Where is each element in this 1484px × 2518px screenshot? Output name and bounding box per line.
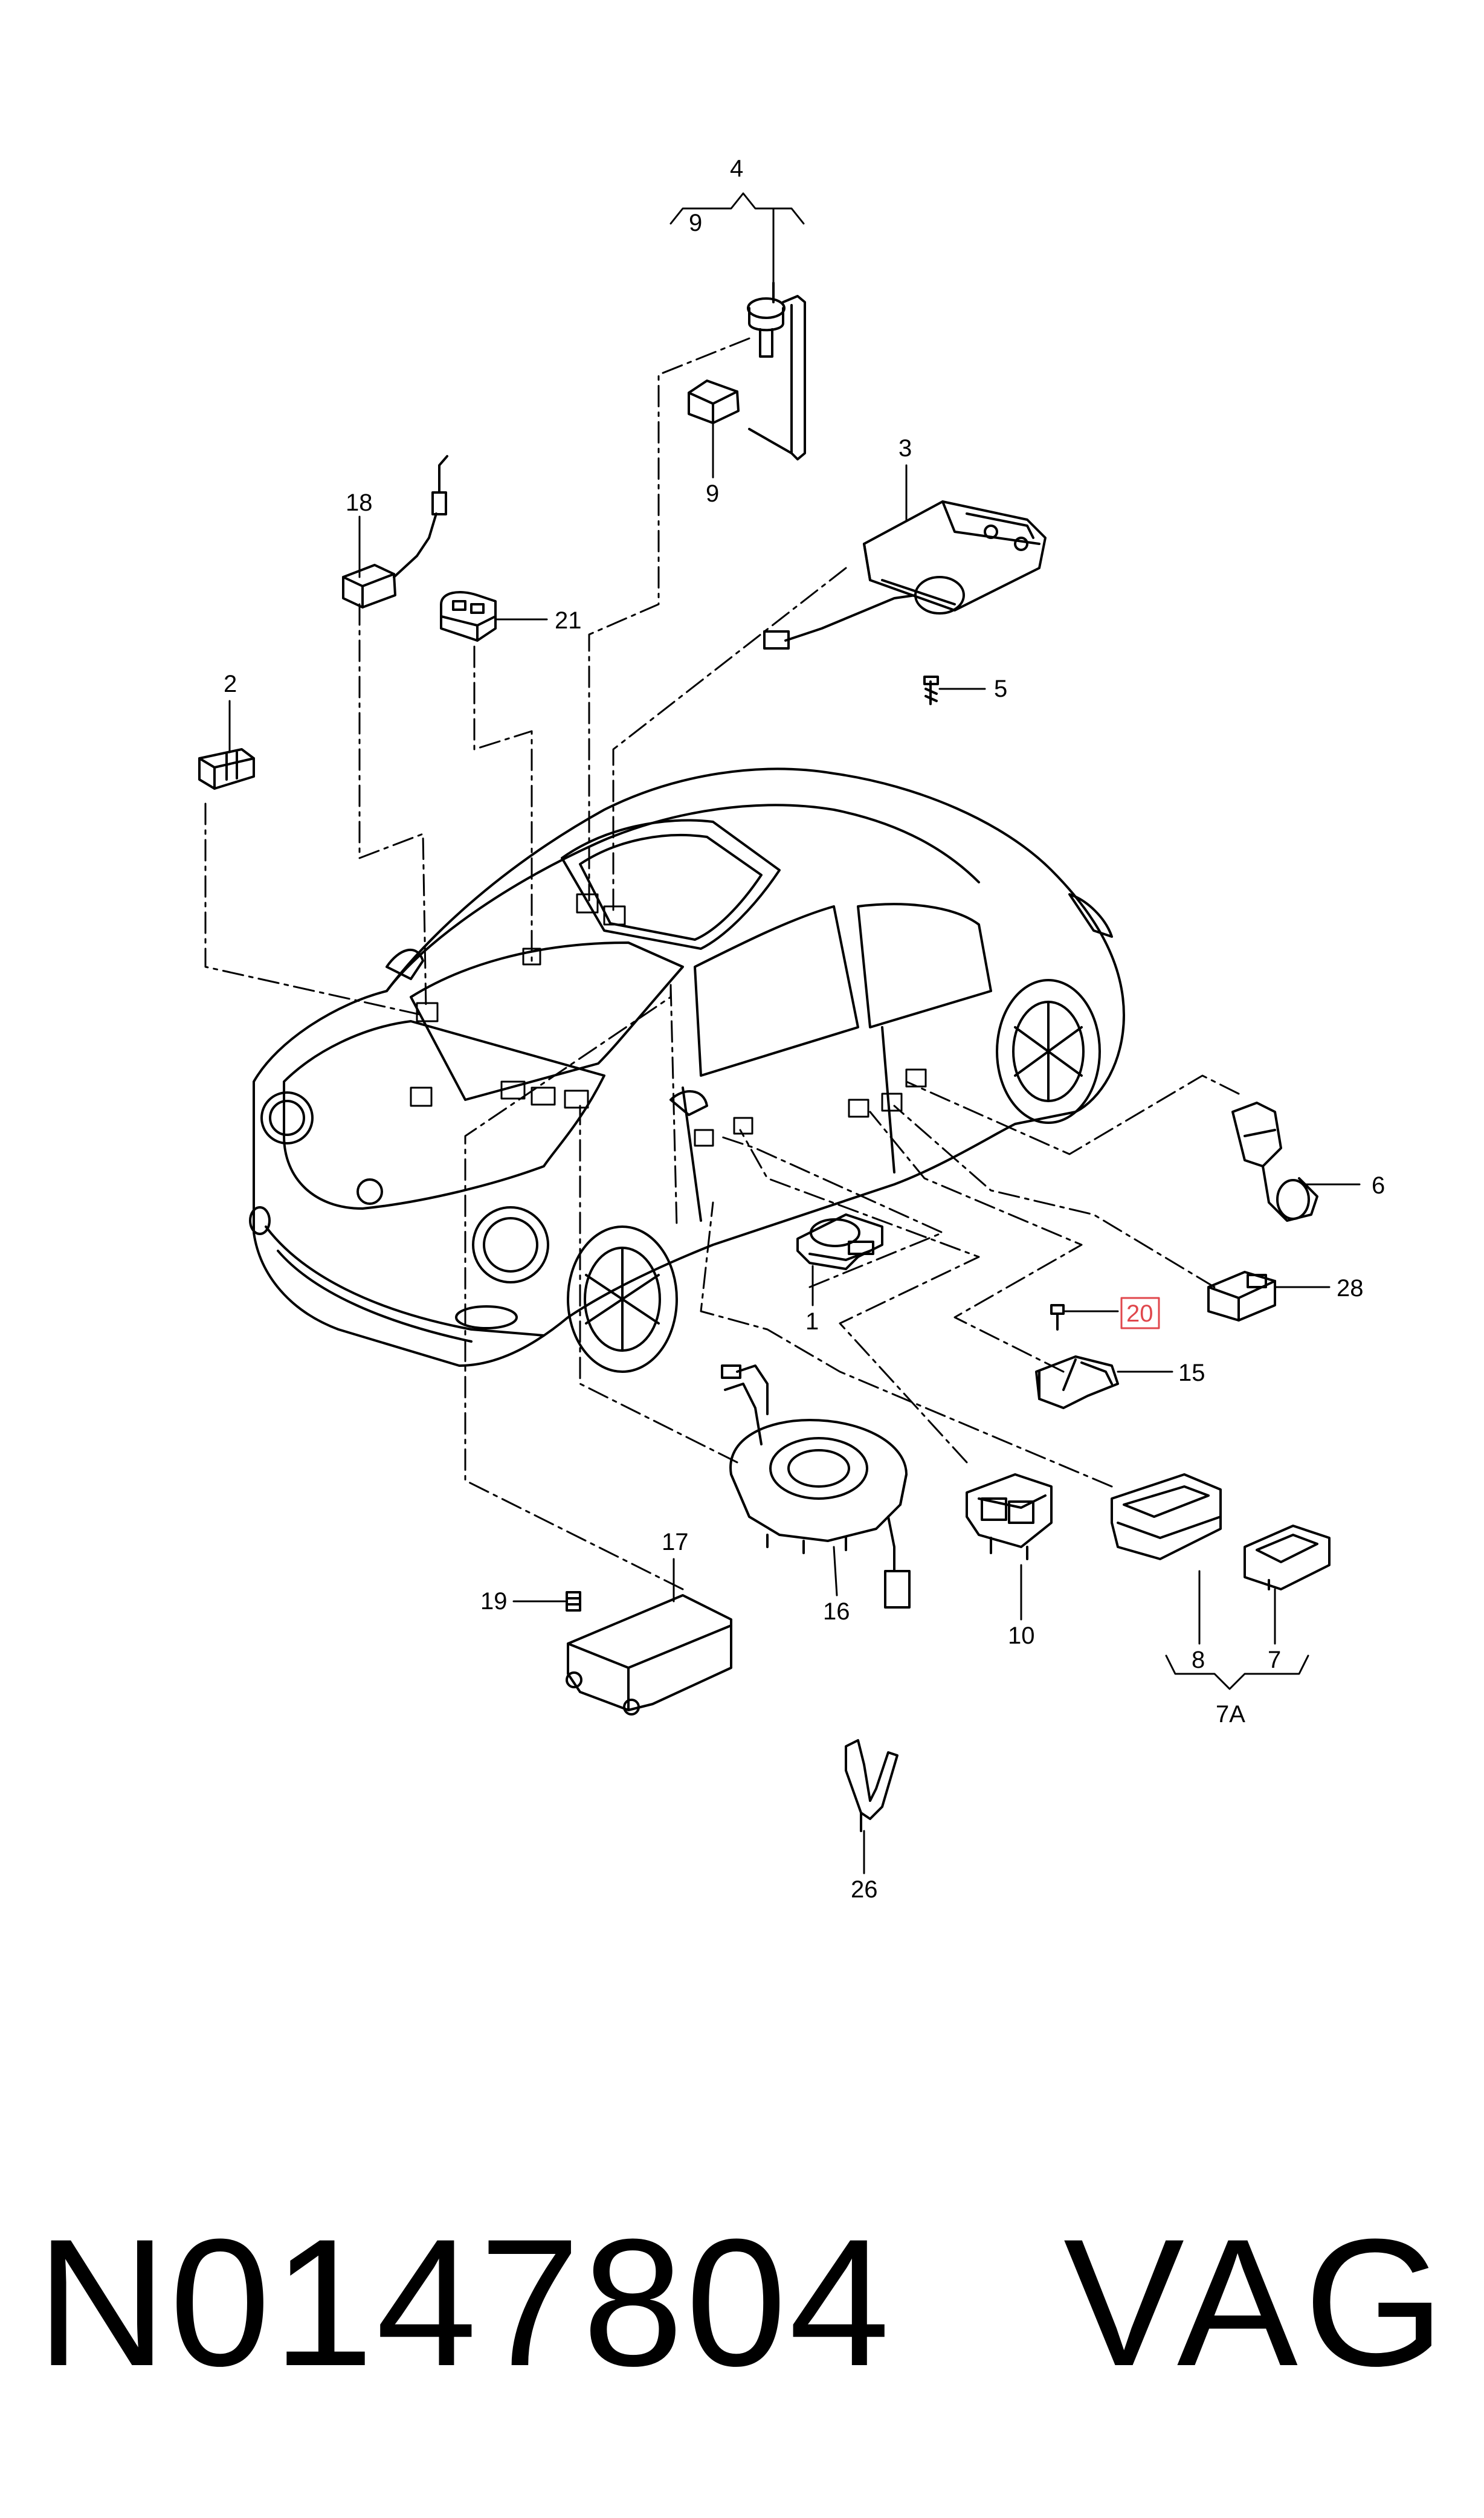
callout-3: 3: [898, 435, 912, 462]
connector-icon: [1231, 1102, 1318, 1222]
switch-housing-icon: [1111, 1473, 1222, 1560]
car-outline-icon: [249, 767, 1125, 1373]
callout-26: 26: [851, 1876, 878, 1903]
brand-label: VAG: [1063, 2201, 1451, 2404]
bolt-icon: [923, 676, 939, 705]
callout-16: 16: [823, 1598, 850, 1625]
callout-7a: 7A: [1216, 1701, 1245, 1728]
callout-leaders: [228, 192, 1361, 1874]
highlight-box: [1120, 1297, 1160, 1329]
callout-10: 10: [1008, 1622, 1035, 1649]
control-module-icon: [796, 1213, 883, 1270]
callout-28: 28: [1337, 1275, 1364, 1302]
switch-icon: [440, 591, 497, 642]
door-switch-icon: [1207, 1271, 1276, 1322]
control-unit-icon: [566, 1594, 732, 1716]
callout-18: 18: [346, 489, 373, 516]
switch-small-icon: [1244, 1525, 1331, 1590]
callout-4: 4: [730, 155, 743, 182]
callout-9-lower: 9: [706, 480, 719, 507]
callout-19: 19: [480, 1588, 508, 1615]
bracket-icon: [1035, 1355, 1119, 1409]
sensor-cable-icon: [342, 455, 448, 609]
callout-7: 7: [1268, 1647, 1281, 1673]
window-switch-icon: [966, 1473, 1053, 1560]
screw-icon: [1050, 1304, 1065, 1331]
callout-15: 15: [1178, 1360, 1205, 1386]
nut-icon: [566, 1591, 581, 1612]
sunroof-drain-hose-icon: [747, 282, 806, 460]
callout-21: 21: [555, 607, 582, 634]
callout-2: 2: [224, 671, 237, 697]
callout-20: 20: [1126, 1300, 1153, 1327]
callout-17: 17: [662, 1529, 689, 1555]
clip-icon: [845, 1739, 898, 1832]
callout-5: 5: [994, 676, 1007, 702]
part-number: N0147804: [36, 2201, 892, 2404]
leader-lines: [204, 337, 1240, 1590]
grommet-icon: [688, 379, 740, 424]
callout-6: 6: [1372, 1172, 1385, 1199]
callout-8: 8: [1192, 1647, 1205, 1673]
footer: N0147804 VAG: [0, 2212, 1484, 2465]
callout-1: 1: [805, 1308, 819, 1335]
callout-9-upper: 9: [689, 210, 702, 236]
motor-icon: [763, 500, 1047, 650]
sensor-icon: [198, 748, 255, 790]
clock-spring-icon: [721, 1364, 911, 1609]
